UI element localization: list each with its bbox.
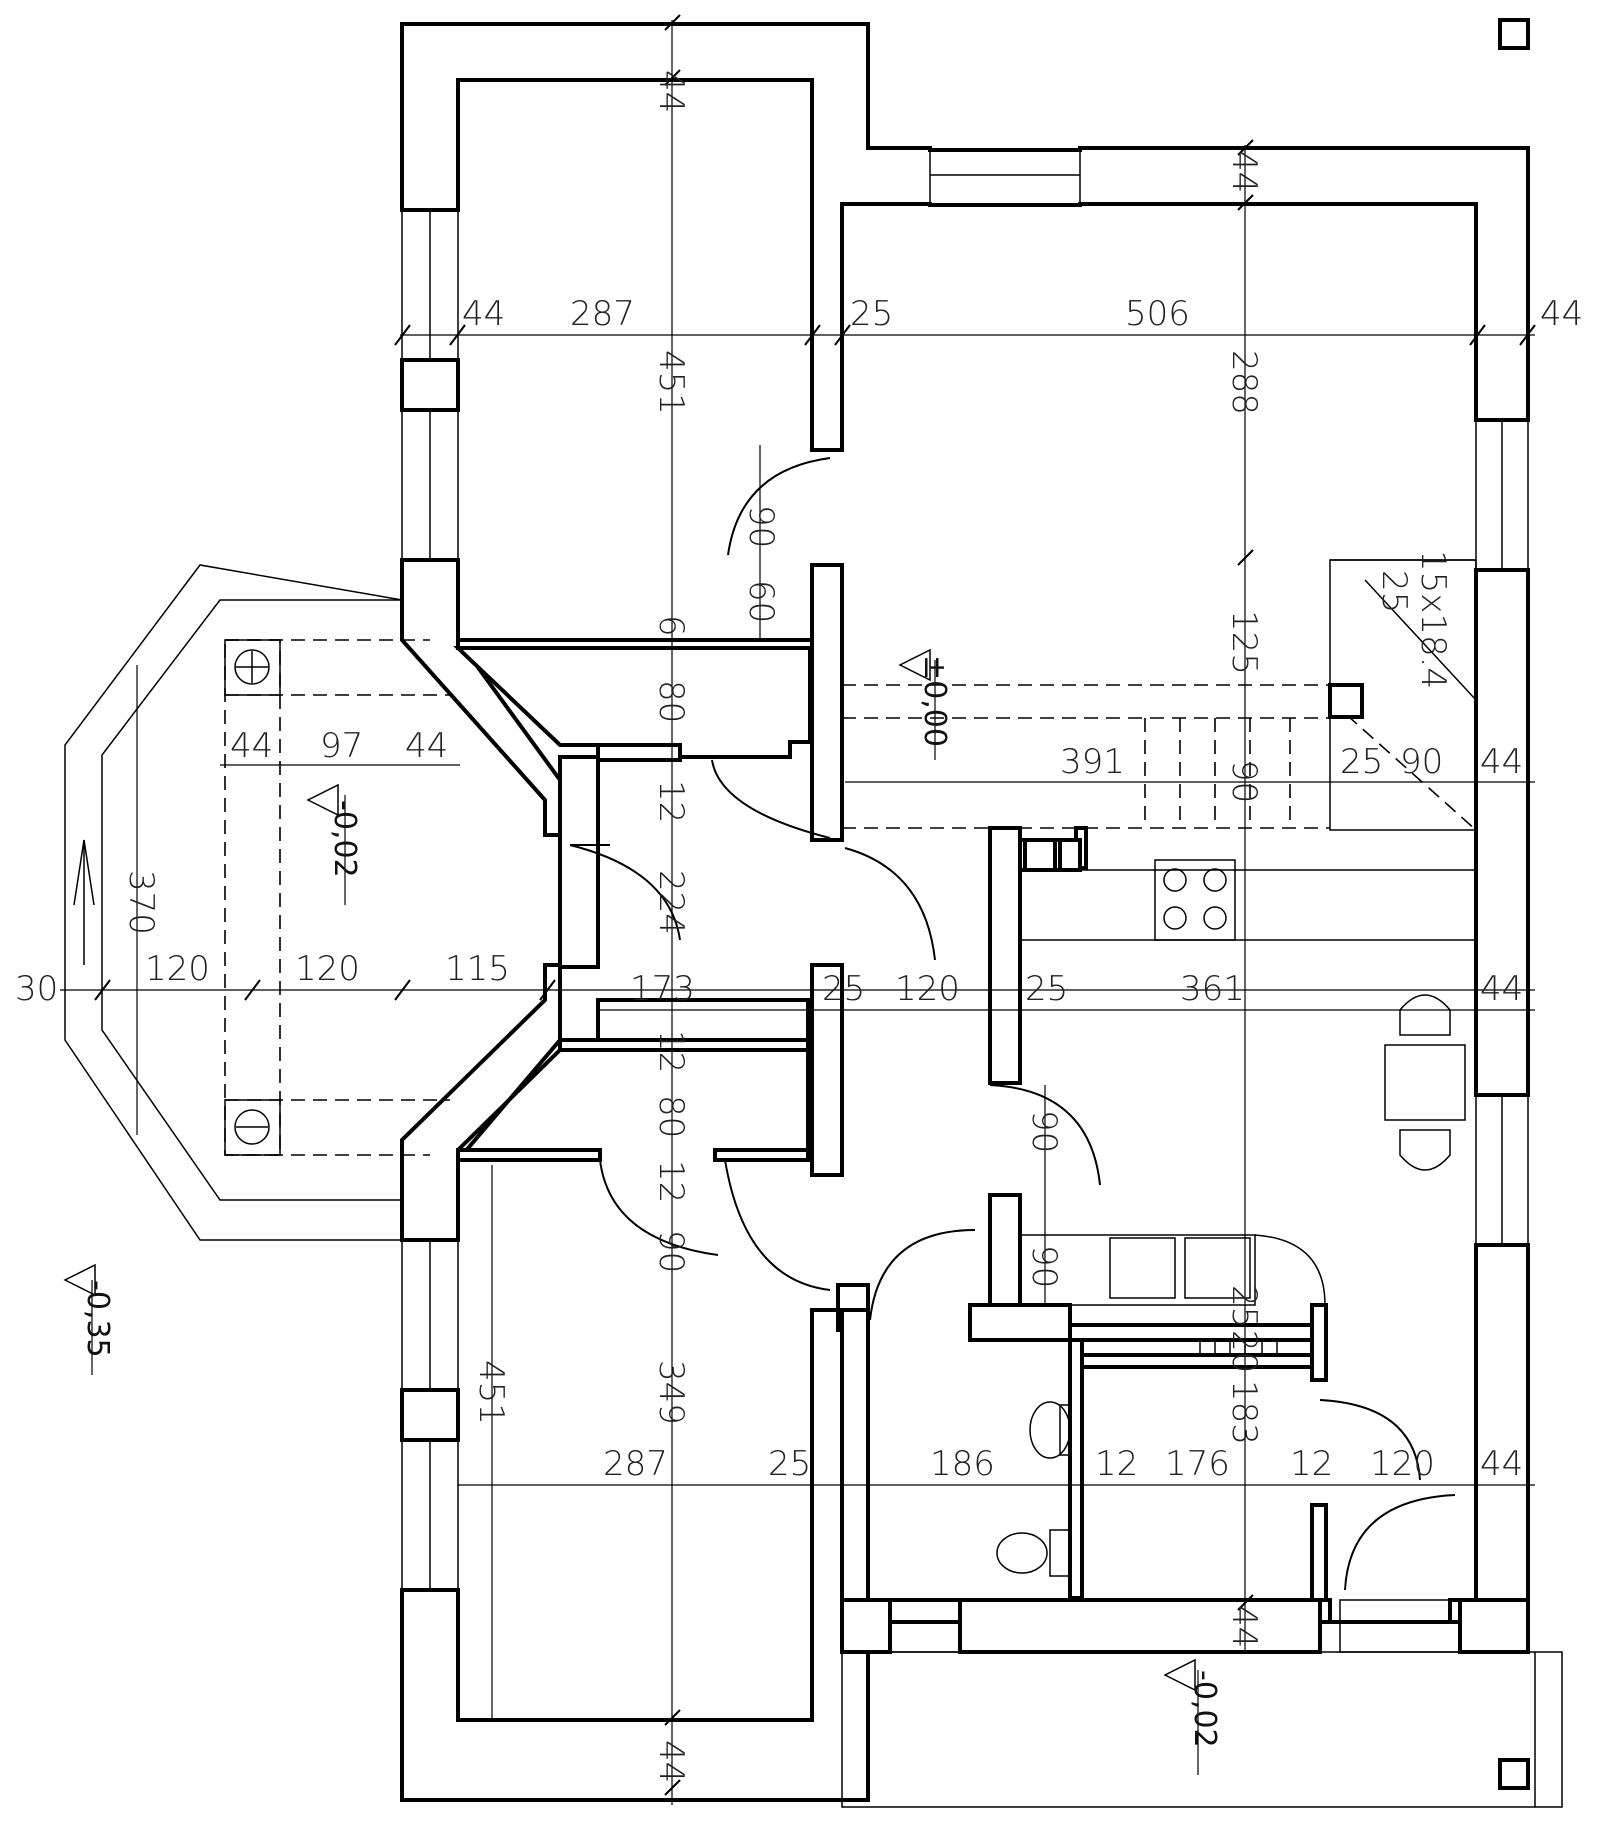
dim-hall-90: 90: [651, 1230, 691, 1273]
kitchen-fixtures: [1019, 838, 1477, 1306]
dim-kitchen-361: 361: [1180, 969, 1245, 1009]
dimension-labels: 44 287 25 506 44 44 451 44 288 90 60 6 8…: [15, 70, 1583, 1783]
dim-porch-120a: 120: [145, 949, 210, 989]
stair: [842, 559, 1477, 831]
dim-stair-90: 90: [1224, 760, 1264, 803]
dim-porch-44a: 44: [230, 726, 273, 766]
level-markers: -0,02 ±0,00 -0,35 -0,02: [63, 648, 1222, 1775]
dim-top-left-44: 44: [462, 294, 505, 334]
dim-porch-97: 97: [320, 726, 363, 766]
dim-door-90: 90: [741, 505, 781, 548]
dim-room1-width: 287: [570, 294, 635, 334]
dim-stair-25b: 25: [1340, 742, 1383, 782]
dim-living-125: 125: [1224, 610, 1264, 675]
dim-hall-12c: 12: [651, 1160, 691, 1203]
dim-hall-12: 12: [651, 780, 691, 823]
dim-stair-25: 25: [1374, 570, 1414, 613]
dim-room2-height: 451: [471, 1360, 511, 1425]
level-triangle-icon: [63, 1263, 96, 1297]
table-icon: [1384, 1044, 1466, 1121]
dim-bath-176: 176: [1165, 1444, 1230, 1484]
bath-fixtures: [996, 1339, 1278, 1577]
chair-icon: [1399, 994, 1451, 1036]
dim-top-44: 44: [651, 70, 691, 113]
dim-hall-12b: 12: [651, 1030, 691, 1073]
dim-porch-30: 30: [15, 969, 58, 1009]
dim-bath-25: 25: [1224, 1285, 1264, 1328]
dim-porch-44b: 44: [405, 726, 448, 766]
dim-hall-173: 173: [630, 969, 695, 1009]
dim-living-391: 391: [1060, 742, 1125, 782]
dimension-lines: [60, 14, 1536, 1805]
dim-partition-6: 6: [651, 615, 691, 637]
level-triangle-icon: [306, 783, 339, 817]
dim-entry-120: 120: [1370, 1444, 1435, 1484]
dim-room2-349: 349: [651, 1360, 691, 1425]
dim-bath-12: 12: [1095, 1444, 1138, 1484]
dim-bottom-44: 44: [651, 1740, 691, 1783]
dim-bath-20: 20: [1224, 1330, 1264, 1373]
dim-kitchen-120: 120: [895, 969, 960, 1009]
column-icon: [234, 1109, 270, 1145]
toilet-icon: [996, 1532, 1048, 1574]
dim-right-44-bottom: 44: [1480, 1444, 1523, 1484]
entrance-steps: [841, 18, 1563, 1808]
main-level: ±0,00: [917, 655, 952, 747]
dim-bath-183: 183: [1224, 1380, 1264, 1445]
dim-partition-25: 25: [850, 294, 893, 334]
level-triangle-icon: [1163, 1658, 1196, 1692]
dim-door-60: 60: [741, 580, 781, 623]
drainboard-icon: [1184, 1237, 1251, 1299]
dim-living-width: 506: [1125, 294, 1190, 334]
dim-porch-115: 115: [445, 949, 510, 989]
dim-hall-80: 80: [651, 680, 691, 723]
chair-icon: [1399, 1129, 1451, 1171]
dim-kitchen-door-90b: 90: [1024, 1245, 1064, 1288]
level-triangle-icon: [898, 648, 931, 682]
washbasin-icon: [1029, 1401, 1071, 1459]
dim-hall-80b: 80: [651, 1095, 691, 1138]
dim-stair-spec: 15x18.4: [1413, 550, 1453, 689]
dim-right-44-kitchen: 44: [1480, 969, 1523, 1009]
dim-room2-25: 25: [768, 1444, 811, 1484]
porch-outline: [64, 564, 450, 1241]
dim-hall-224: 224: [651, 870, 691, 935]
entrance-level: -0,02: [1187, 1670, 1222, 1748]
dim-room1-height: 451: [651, 350, 691, 415]
porch-level: -0,02: [327, 800, 362, 878]
dim-kitchen-door-90: 90: [1024, 1110, 1064, 1153]
dim-bath-186: 186: [930, 1444, 995, 1484]
stove-icon: [1154, 859, 1236, 941]
dim-bottom-right-44: 44: [1224, 1605, 1264, 1648]
sink-icon: [1109, 1237, 1176, 1299]
outside-level: -0,35: [80, 1280, 115, 1358]
dim-right-44-mid: 44: [1480, 742, 1523, 782]
dim-living-height: 288: [1224, 350, 1264, 415]
dim-stair-90b: 90: [1400, 742, 1443, 782]
dim-bath-12b: 12: [1290, 1444, 1333, 1484]
dim-hall-25: 25: [822, 969, 865, 1009]
dim-right-44: 44: [1540, 294, 1583, 334]
dim-room2-width: 287: [603, 1444, 668, 1484]
dim-living-top-44: 44: [1224, 150, 1264, 193]
column-icon: [234, 649, 270, 685]
dim-porch-370: 370: [121, 870, 161, 935]
dim-kitchen-25: 25: [1025, 969, 1068, 1009]
door-swings: [569, 457, 1456, 1591]
dim-porch-120b: 120: [295, 949, 360, 989]
